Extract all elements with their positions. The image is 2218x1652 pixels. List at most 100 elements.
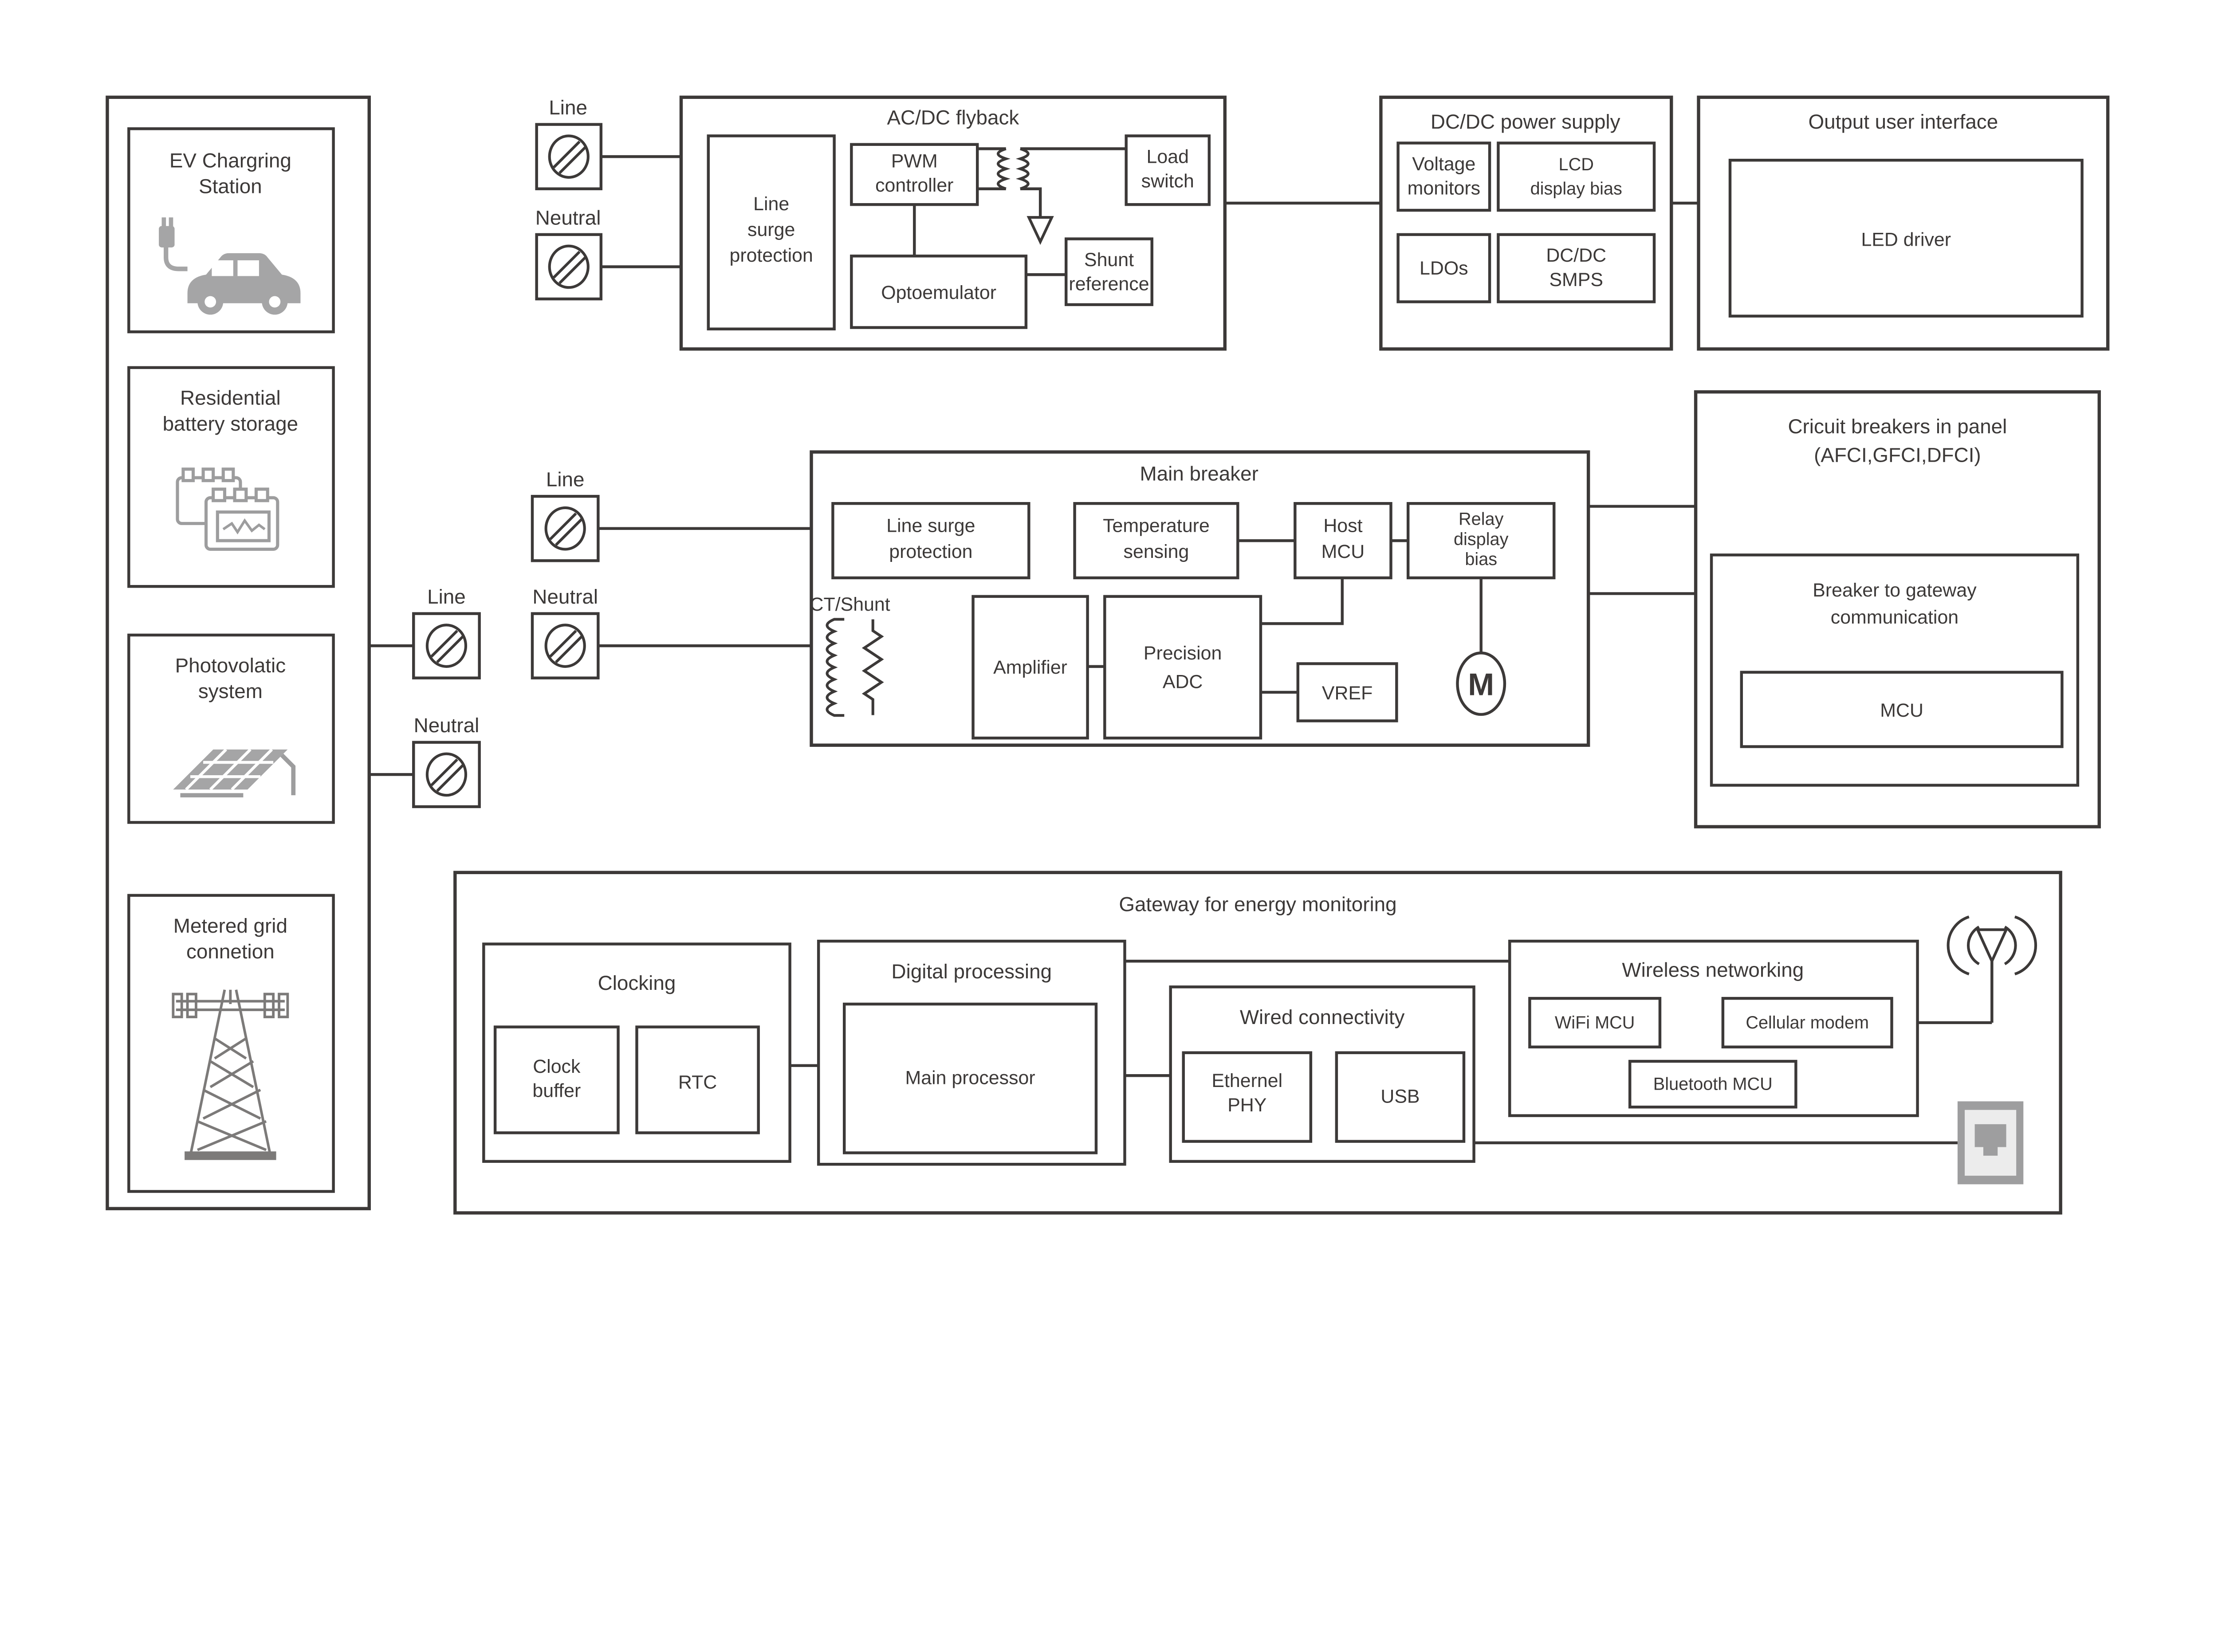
- temperature-sensing-box: [1073, 502, 1239, 580]
- antenna-icon: [1947, 915, 2037, 1023]
- cellular-modem-label: Cellular modem: [1746, 1013, 1869, 1032]
- panel-title-line1: Cricuit breakers in panel: [1788, 415, 2007, 438]
- terminal-line-sources: Line: [412, 585, 481, 679]
- ev-label-line1: EV Chargring: [169, 149, 291, 172]
- comm-line2: communication: [1831, 607, 1958, 628]
- vm-line2: monitors: [1408, 178, 1480, 199]
- grid-label-line2: connetion: [186, 940, 275, 963]
- load-switch-line2: switch: [1141, 170, 1194, 192]
- grid-label-line1: Metered grid: [173, 914, 287, 937]
- flyback-line-surge-box: [707, 134, 836, 330]
- precision-adc-box: [1103, 595, 1262, 740]
- lcd-line2: display bias: [1530, 179, 1622, 199]
- digital-processing-title: Digital processing: [892, 960, 1052, 983]
- ct-shunt-label: CT/Shunt: [810, 594, 890, 615]
- wire-transformer-to-ground: [1020, 187, 1042, 218]
- ev-label-line2: Station: [199, 175, 262, 197]
- source-battery-storage: Residential battery storage: [127, 366, 335, 588]
- terminal-line-breaker-label: Line: [546, 468, 585, 491]
- pwm-line2: controller: [875, 175, 953, 196]
- gateway-block: Gateway for energy monitoring Clocking C…: [453, 871, 2062, 1215]
- dcdc-title: DC/DC power supply: [1431, 110, 1620, 133]
- flyback-title: AC/DC flyback: [887, 106, 1019, 129]
- breaker-lsp-line1: Line surge: [886, 515, 975, 537]
- terminal-neutral-breaker-label: Neutral: [532, 585, 598, 608]
- clock-buffer-line1: Clock: [533, 1056, 581, 1077]
- solar-panel-icon: [173, 748, 296, 797]
- terminal-line-top: Line: [535, 96, 603, 190]
- ct-coil-icon: [826, 618, 845, 717]
- grid-box: [127, 894, 335, 1193]
- terminal-neutral-sources-label: Neutral: [414, 714, 480, 737]
- dcdc-smps-box: [1497, 233, 1656, 303]
- battery-label-line1: Residential: [180, 387, 281, 409]
- flyback-block: AC/DC flyback Line surge protection PWM …: [679, 95, 1227, 351]
- vref-box: [1296, 662, 1398, 722]
- shunt-line1: Shunt: [1084, 249, 1134, 271]
- ldos-box: [1396, 233, 1491, 303]
- led-driver-box: [1728, 158, 2084, 318]
- vm-line1: Voltage: [1412, 153, 1475, 175]
- terminal-neutral-breaker-symbol: [531, 612, 600, 679]
- transformer-icon: [977, 147, 1030, 190]
- source-metered-grid: Metered grid connetion: [127, 894, 335, 1193]
- ev-car-icon: [159, 217, 301, 315]
- panel-mcu-label: MCU: [1880, 700, 1923, 721]
- terminal-line-sources-label: Line: [427, 585, 466, 608]
- source-photovoltaic: Photovolatic system: [127, 633, 335, 824]
- shunt-resistor-icon: [861, 619, 884, 715]
- temp-line1: Temperature: [1103, 515, 1210, 537]
- panel-block: Cricuit breakers in panel (AFCI,GFCI,DFC…: [1694, 390, 2101, 828]
- shunt-reference-box: [1065, 237, 1153, 306]
- wired-connectivity-title: Wired connectivity: [1240, 1006, 1405, 1028]
- host-mcu-box: [1294, 502, 1392, 580]
- host-line1: Host: [1323, 515, 1362, 537]
- wifi-mcu-box: [1528, 997, 1662, 1049]
- flyback-lsp-line1: Line: [753, 193, 789, 215]
- comm-line1: Breaker to gateway: [1813, 580, 1977, 601]
- battery-icon: [176, 467, 279, 551]
- optoemulator-box: [850, 255, 1028, 329]
- amplifier-label: Amplifier: [993, 657, 1067, 678]
- smps-line2: SMPS: [1549, 269, 1603, 290]
- led-driver-label: LED driver: [1861, 229, 1951, 251]
- flyback-lsp-line3: protection: [730, 245, 813, 266]
- load-switch-line1: Load: [1147, 146, 1189, 168]
- output-ui-title: Output user interface: [1808, 110, 1998, 133]
- panel-title-line2: (AFCI,GFCI,DFCI): [1814, 444, 1981, 467]
- load-switch-box: [1125, 134, 1211, 206]
- adc-line2: ADC: [1163, 671, 1203, 692]
- terminal-line-sources-symbol: [412, 612, 481, 679]
- voltage-monitors-box: [1396, 141, 1491, 212]
- pwm-line1: PWM: [891, 150, 938, 172]
- vref-label: VREF: [1322, 683, 1372, 704]
- ground-arrow-icon: [1026, 216, 1054, 245]
- main-processor-label: Main processor: [905, 1067, 1035, 1089]
- relay-line1: Relay: [1459, 510, 1504, 529]
- rtc-label: RTC: [678, 1071, 717, 1093]
- pwm-controller-box: [850, 143, 979, 206]
- terminal-neutral-top-label: Neutral: [535, 206, 601, 229]
- adc-line1: Precision: [1144, 643, 1222, 664]
- flyback-lsp-line2: surge: [747, 219, 795, 240]
- terminal-neutral-sources: Neutral: [412, 714, 481, 808]
- output-ui-block: Output user interface LED driver: [1697, 95, 2110, 351]
- clock-buffer-box: [493, 1025, 620, 1134]
- terminal-neutral-sources-symbol: [412, 741, 481, 808]
- dcdc-outline: [1379, 95, 1673, 351]
- bluetooth-mcu-box: [1628, 1059, 1797, 1109]
- motor-label: M: [1468, 667, 1494, 702]
- motor-icon: [1456, 651, 1506, 716]
- panel-mcu-box: [1740, 671, 2064, 748]
- wire-host-to-adc: [1260, 577, 1344, 625]
- terminal-line-top-label: Line: [549, 96, 587, 119]
- wireless-networking-title: Wireless networking: [1622, 959, 1804, 981]
- ethernet-phy-line2: PHY: [1227, 1095, 1266, 1116]
- pv-box: [127, 633, 335, 824]
- main-processor-box: [843, 1002, 1098, 1154]
- ldos-label: LDOs: [1420, 258, 1468, 279]
- ethernet-port-icon: [1957, 1101, 2024, 1185]
- transmission-tower-icon: [172, 989, 289, 1160]
